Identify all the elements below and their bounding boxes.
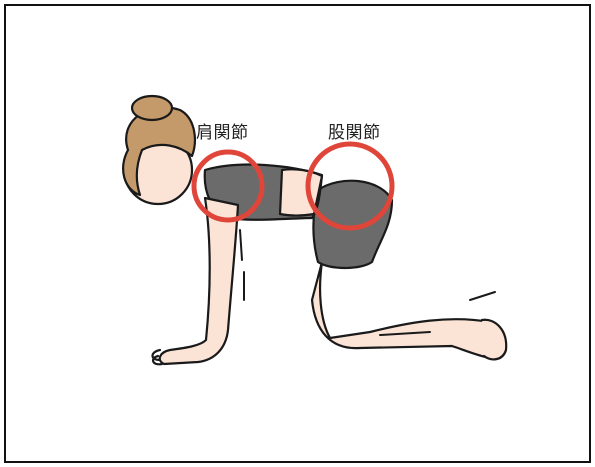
shoulder-joint-label: 肩関節 <box>196 118 249 143</box>
hip-joint-label: 股関節 <box>328 118 381 143</box>
foot <box>482 320 506 360</box>
shorts <box>314 181 393 268</box>
leg-skin <box>312 262 505 358</box>
hair-bun <box>132 96 172 120</box>
arm-skin <box>160 198 238 364</box>
